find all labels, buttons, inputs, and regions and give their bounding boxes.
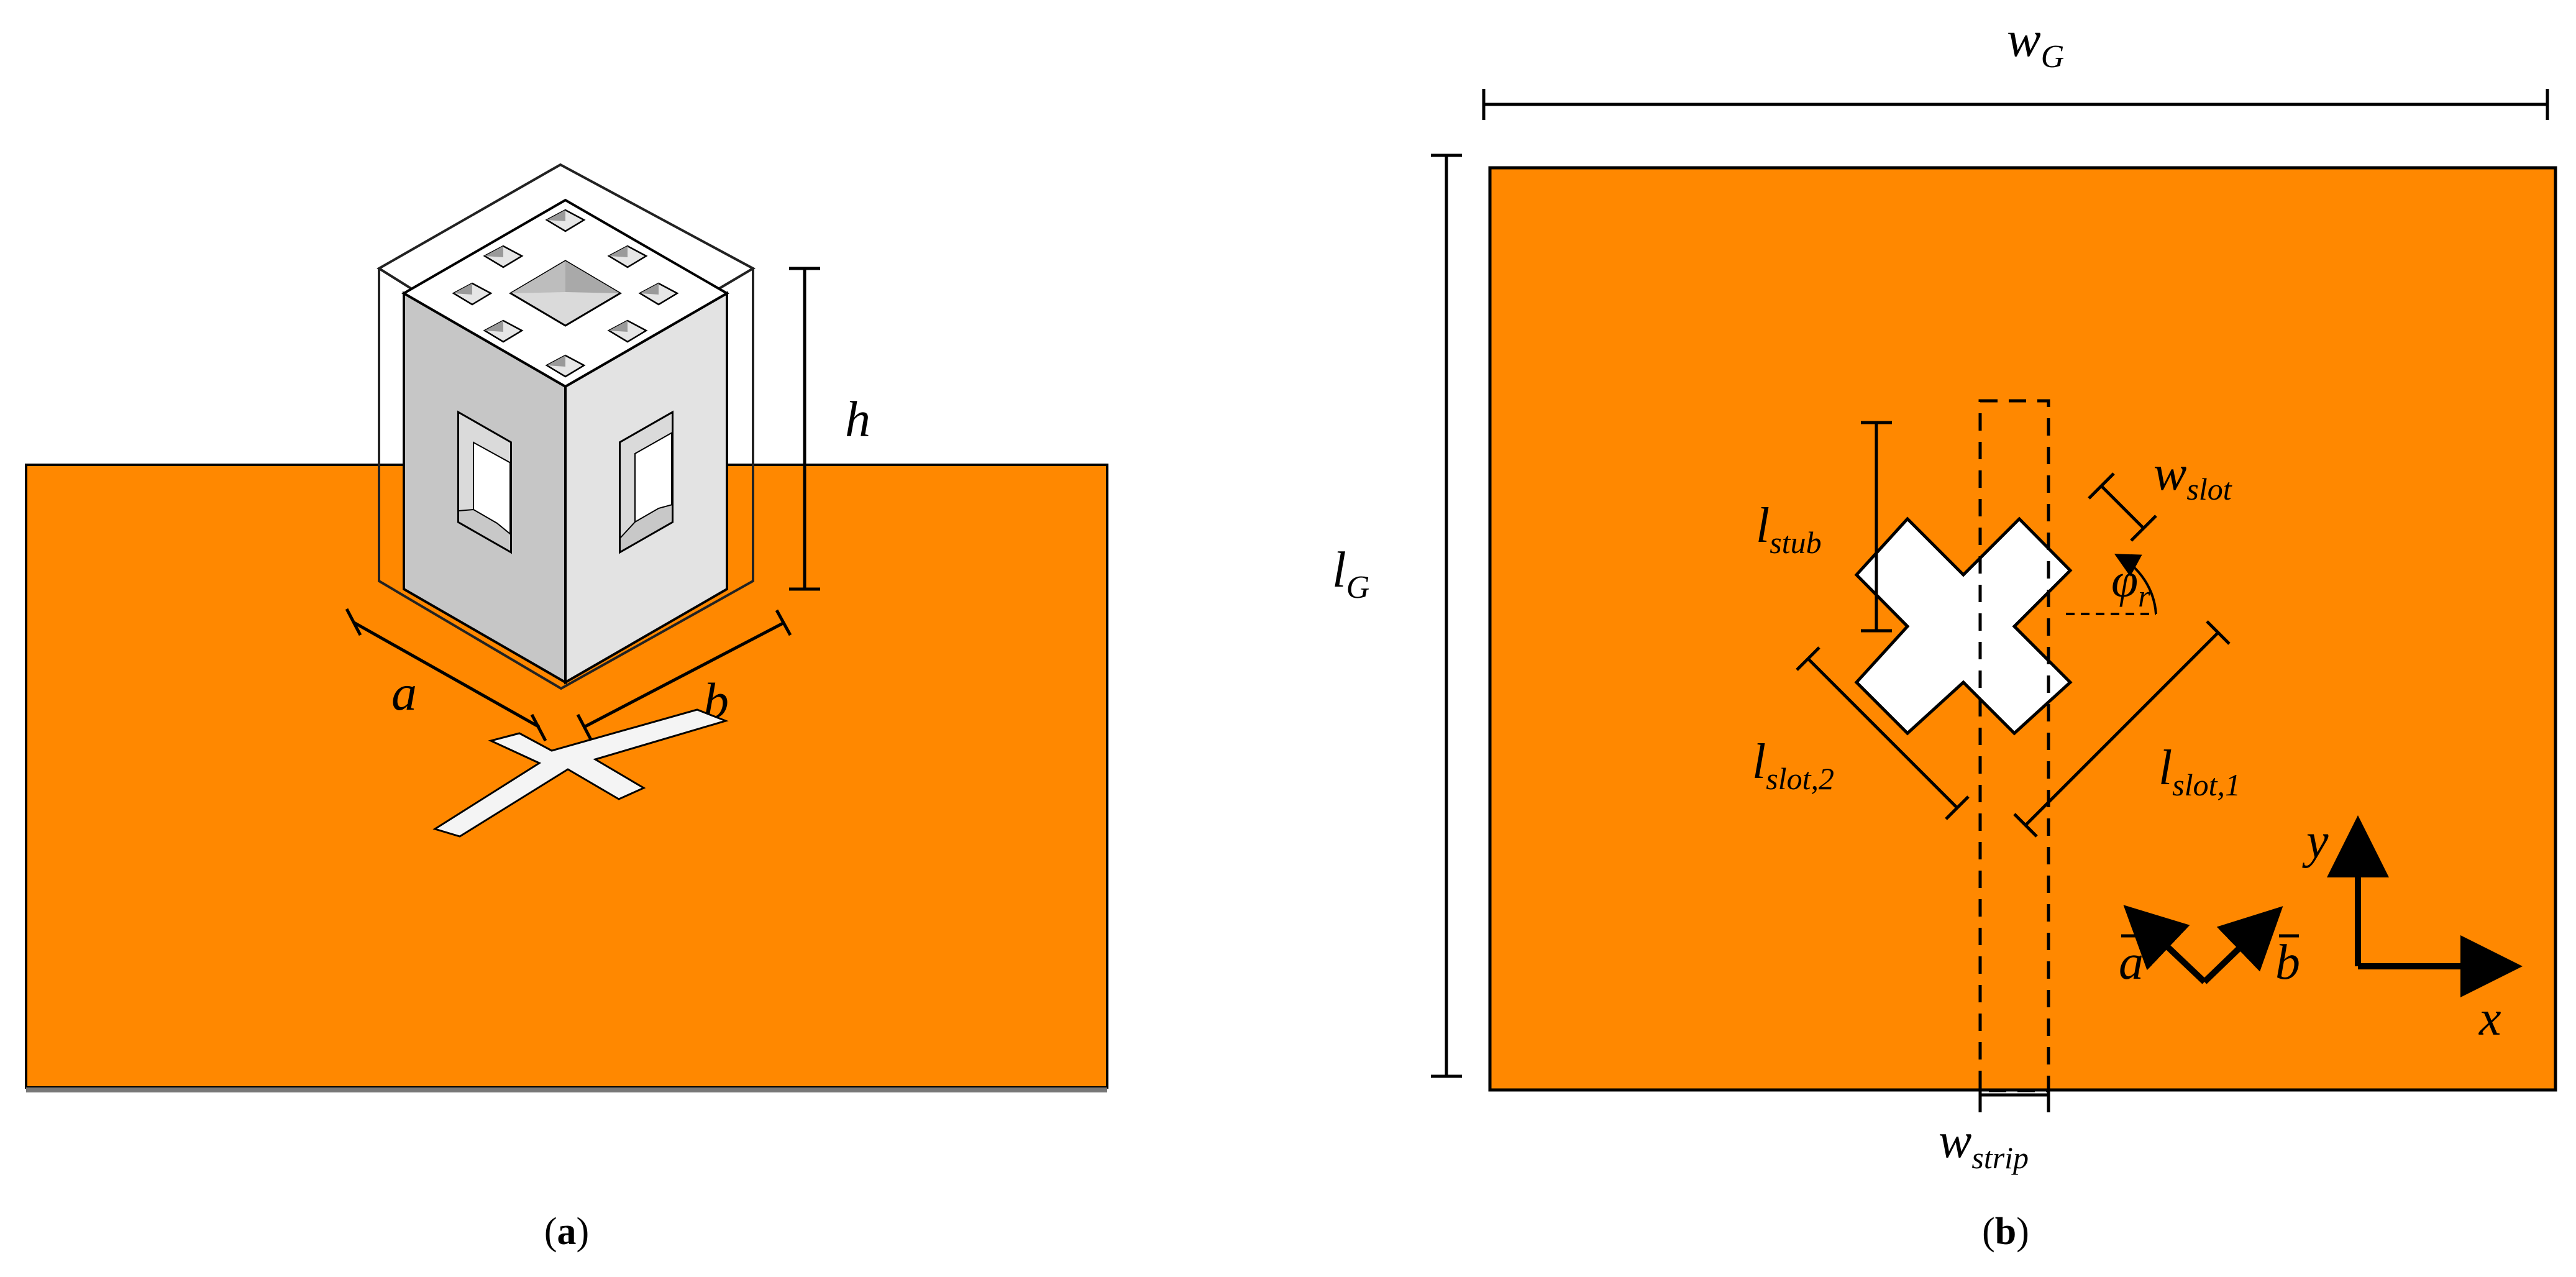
dimension-wG bbox=[1482, 89, 2549, 120]
label-axis-y: y bbox=[2302, 814, 2329, 869]
dimension-lstub bbox=[1861, 421, 1892, 633]
fractal-resonator bbox=[401, 198, 730, 685]
label-a: a bbox=[391, 664, 417, 721]
dimension-b bbox=[576, 609, 792, 742]
dimension-wslot bbox=[2088, 472, 2157, 542]
cross-slot-a bbox=[432, 708, 729, 838]
caption-a: (a) bbox=[544, 1211, 589, 1253]
vectors-ab bbox=[2123, 905, 2283, 984]
dimension-lslot1 bbox=[2013, 620, 2231, 838]
dimension-a bbox=[345, 608, 547, 742]
label-vec-a: a bbox=[2119, 935, 2144, 990]
dimension-lG bbox=[1431, 153, 1462, 1078]
label-wG: wG bbox=[2007, 11, 2064, 75]
label-lslot1: lslot,1 bbox=[2158, 741, 2240, 802]
label-axis-x: x bbox=[2478, 991, 2501, 1046]
ground-plane-b bbox=[1488, 166, 2557, 1092]
label-wslot: wslot bbox=[2154, 446, 2232, 506]
label-phi-r: φr bbox=[2111, 553, 2150, 613]
label-lslot2: lslot,2 bbox=[1752, 735, 1834, 796]
label-vec-b: b bbox=[2275, 935, 2300, 990]
coordinate-axes bbox=[2327, 815, 2523, 997]
label-lG: lG bbox=[1332, 541, 1369, 605]
caption-b: (b) bbox=[1982, 1211, 2029, 1253]
label-wstrip: wstrip bbox=[1939, 1114, 2029, 1175]
microstrip-feed bbox=[1978, 399, 2050, 1092]
dimension-h bbox=[789, 267, 820, 591]
dimension-wstrip bbox=[1978, 1081, 2050, 1112]
cross-slot-b bbox=[1854, 516, 2073, 736]
label-lstub: lstub bbox=[1756, 498, 1822, 560]
panel-b: wG lG lstub wslot φr bbox=[1332, 11, 2557, 1253]
label-h: h bbox=[845, 391, 870, 447]
angle-phi-r bbox=[2066, 554, 2157, 615]
dimension-lslot2 bbox=[1796, 646, 1970, 820]
panel-a: h a b (a) bbox=[25, 163, 1108, 1253]
